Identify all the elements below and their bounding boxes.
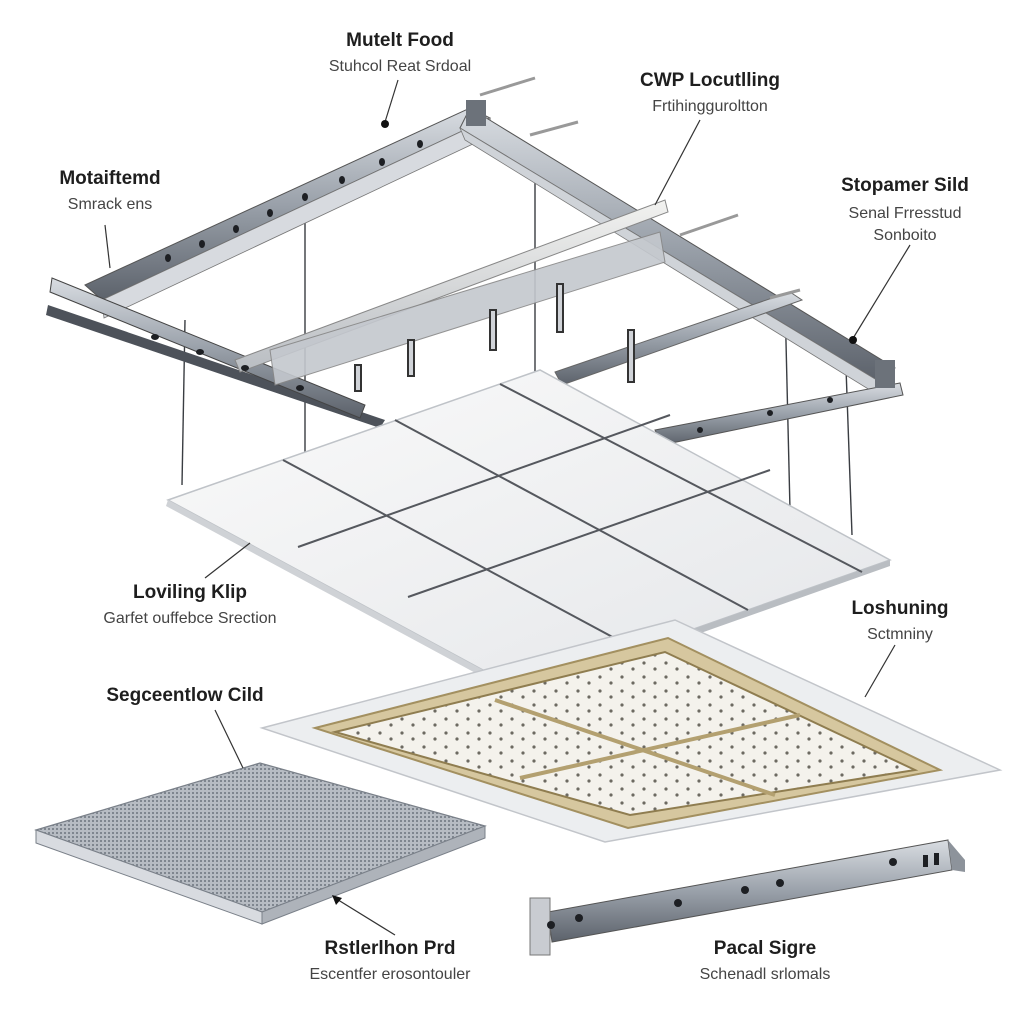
label-subtitle: Stuhcol Reat Srdoal (328, 58, 472, 75)
label-subtitle: Escentfer erosontouler (309, 966, 471, 983)
perforated-tray (259, 619, 1003, 843)
label-title: Motaiftemd (59, 168, 161, 189)
label-title: Segceentlow Cild (106, 685, 264, 706)
mesh-panel (34, 762, 487, 925)
leader-dots (332, 120, 857, 905)
label-subtitle: Senal Frresstud Sonboito (848, 205, 962, 244)
label-title: Mutelt Food (346, 30, 454, 51)
label-subtitle: Sctmniny (867, 626, 933, 643)
rail-holes (151, 140, 833, 433)
label-stopamer-sild: Stopamer Sild Senal Frresstud Sonboito (805, 175, 1005, 247)
label-title: Rstlerlhon Prd (324, 938, 456, 959)
label-subtitle: Schenadl srlomals (699, 966, 831, 983)
label-pacal-sigre: Pacal Sigre Schenadl srlomals (665, 938, 865, 984)
label-title: Loviling Klip (133, 582, 247, 603)
label-loshuning: Loshuning Sctmniny (820, 598, 980, 644)
label-loviling-klip: Loviling Klip Garfet ouffebce Srection (70, 582, 310, 628)
label-title: Stopamer Sild (841, 175, 969, 196)
label-subtitle: Frtihingguroltton (652, 98, 768, 115)
label-segceentlow-cild: Segceentlow Cild (90, 685, 280, 707)
hanger-clips (354, 283, 635, 392)
label-title: Loshuning (851, 598, 949, 619)
label-title: CWP Locutlling (639, 70, 781, 91)
label-cwp-locutlling: CWP Locutlling Frtihingguroltton (605, 70, 815, 116)
main-frame (46, 76, 904, 446)
label-subtitle: Garfet ouffebce Srection (103, 610, 277, 627)
leader-lines (104, 79, 911, 936)
edge-bracket (529, 839, 965, 956)
label-subtitle: Smrack ens (67, 196, 153, 213)
label-mutelt-food: Mutelt Food Stuhcol Reat Srdoal (285, 30, 515, 76)
label-motaiftemd: Motaiftemd Smrack ens (30, 168, 190, 214)
label-title: Pacal Sigre (713, 938, 817, 959)
label-rstlerlhon-prd: Rstlerlhon Prd Escentfer erosontouler (275, 938, 505, 984)
